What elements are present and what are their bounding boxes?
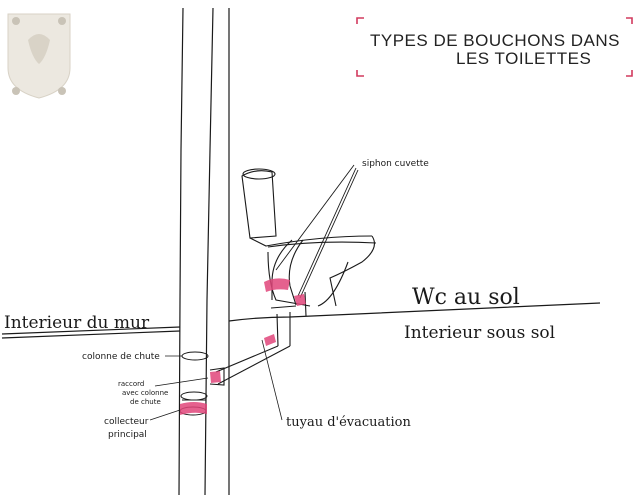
blockage-raccord: [210, 371, 221, 383]
label-wc-au-sol: Wc au sol: [412, 285, 520, 310]
label-raccord-line3: de chute: [130, 398, 161, 406]
blockage-siphon-bottom: [294, 294, 306, 306]
label-collecteur-line1: collecteur: [104, 417, 149, 427]
vertical-stack: [178, 7, 230, 496]
label-pointers: [149, 339, 283, 421]
label-siphon-cuvette: siphon cuvette: [362, 159, 429, 169]
blockage-siphon-top: [264, 278, 290, 292]
blockage-collecteur: [180, 402, 207, 415]
label-raccord-line2: avec colonne: [122, 389, 168, 397]
label-colonne-de-chute: colonne de chute: [82, 352, 160, 362]
title-brackets: [356, 17, 633, 77]
label-tuyau-evacuation: tuyau d'évacuation: [286, 415, 411, 430]
drain-pipe: [209, 305, 297, 386]
blockage-marks: [180, 278, 306, 415]
label-raccord-line1: raccord: [118, 380, 144, 388]
label-interieur-sous-sol: Interieur sous sol: [404, 323, 555, 343]
diagram-title-line2: LES TOILETTES: [456, 49, 591, 68]
blockage-drain-bend: [264, 334, 276, 346]
label-interieur-du-mur: Interieur du mur: [4, 313, 150, 333]
diagram-title-line1: TYPES DE BOUCHONS DANS: [370, 31, 620, 50]
label-collecteur-line2: principal: [108, 430, 147, 440]
watermark-badge: [7, 13, 71, 99]
toilet: [241, 168, 377, 307]
siphon-pointers: [275, 164, 359, 299]
